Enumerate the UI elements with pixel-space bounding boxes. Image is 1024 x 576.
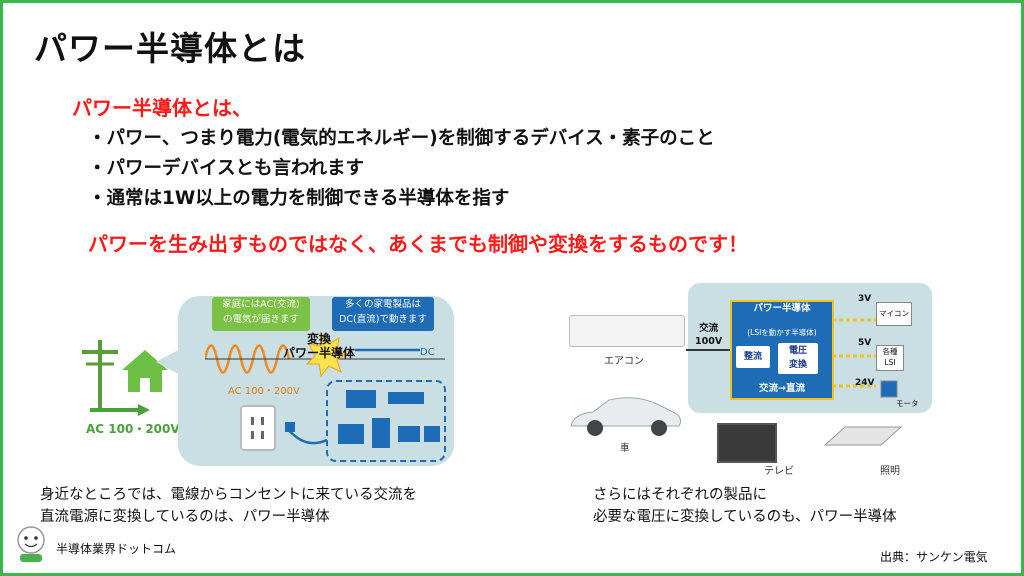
plug-cord-icon bbox=[285, 422, 328, 445]
tv-label: テレビ bbox=[764, 466, 794, 477]
appliance-dc-callout: 多くの家電製品は DC(直流)で動きます bbox=[332, 297, 434, 331]
ac-input-label: 交流 100V bbox=[695, 322, 722, 348]
ac-dc-conversion-label: 交流→直流 bbox=[759, 383, 805, 394]
power-pole-house-illustration bbox=[82, 340, 168, 416]
site-name: 半導体業界ドットコム bbox=[56, 542, 177, 556]
ac-wave-label: AC 100・200V bbox=[228, 386, 300, 397]
lsi-line: 各種 bbox=[882, 347, 898, 356]
caption-line: 必要な電圧に変換しているのも、パワー半導体 bbox=[593, 509, 897, 525]
appliance-icons bbox=[338, 390, 440, 448]
left-caption: 身近なところでは、電線からコンセントに来ている交流を 直流電源に変換しているのは… bbox=[40, 484, 417, 528]
power-box-title: パワー半導体 bbox=[753, 303, 811, 314]
voltage-5v: 5V bbox=[858, 338, 872, 348]
bullet-item: ・パワーデバイスとも言われます bbox=[88, 158, 365, 179]
air-conditioner-icon bbox=[569, 315, 685, 347]
burst-line: パワー半導体 bbox=[283, 346, 356, 360]
home-ac-callout: 家庭にはAC(交流) の電気が届きます bbox=[212, 297, 310, 331]
power-box-subtitle: (LSIを動かす半導体) bbox=[747, 328, 817, 337]
bullet-item: ・通常は1W以上の電力を制御できる半導体を指す bbox=[88, 188, 510, 209]
burst-line: 変換 bbox=[307, 332, 332, 346]
source-credit: 出典：サンケン電気 bbox=[880, 550, 988, 564]
wall-outlet-icon bbox=[240, 405, 276, 451]
right-caption: さらにはそれぞれの製品に 必要な電圧に変換しているのも、パワー半導体 bbox=[593, 484, 897, 528]
voltage-convert-chip: 電圧 変換 bbox=[778, 343, 818, 374]
motor-label: モータ bbox=[896, 399, 919, 408]
dc-label: DC bbox=[420, 347, 435, 358]
rectify-chip: 整流 bbox=[736, 346, 770, 368]
emphasis-note: パワーを生み出すものではなく、あくまでも制御や変換をするものです！ bbox=[88, 232, 748, 256]
callout-line: の電気が届きます bbox=[222, 314, 299, 325]
voltage-3v: 3V bbox=[858, 294, 872, 304]
car-icon bbox=[570, 397, 682, 436]
light-label: 照明 bbox=[880, 466, 900, 477]
microcontroller-chip-icon: マイコン bbox=[876, 302, 912, 326]
caption-line: さらにはそれぞれの製品に bbox=[593, 487, 767, 503]
bullet-item: ・パワー、つまり電力(電気的エネルギー)を制御するデバイス・素子のこと bbox=[88, 128, 715, 149]
conversion-burst: 変換 パワー半導体 bbox=[283, 332, 355, 360]
lsi-chip-icon: 各種 LSI bbox=[876, 345, 904, 371]
ceiling-light-icon bbox=[823, 426, 903, 446]
power-wiring bbox=[686, 318, 876, 388]
callout-line: 家庭にはAC(交流) bbox=[222, 299, 300, 310]
slide-title: パワー半導体とは bbox=[34, 29, 306, 68]
chip-line: 電圧 bbox=[788, 346, 807, 356]
voltage-24v: 24V bbox=[855, 378, 875, 388]
tv-icon bbox=[717, 423, 777, 463]
input-line: 100V bbox=[695, 336, 723, 347]
callout-line: 多くの家電製品は bbox=[344, 299, 421, 310]
chip-line: 変換 bbox=[788, 360, 807, 370]
bubble-tail bbox=[156, 348, 182, 376]
lsi-line: LSI bbox=[884, 358, 896, 367]
lead-text: パワー半導体とは、 bbox=[72, 96, 252, 120]
aircon-label: エアコン bbox=[604, 356, 644, 367]
ac-voltage-label: AC 100・200V bbox=[86, 422, 180, 436]
caption-line: 直流電源に変換しているのは、パワー半導体 bbox=[40, 509, 330, 525]
callout-line: DC(直流)で動きます bbox=[339, 314, 427, 325]
ac-to-dc-waveform bbox=[205, 332, 445, 378]
input-line: 交流 bbox=[699, 323, 719, 334]
motor-icon bbox=[880, 380, 898, 398]
site-logo-icon bbox=[17, 526, 45, 562]
car-label: 車 bbox=[620, 443, 630, 454]
caption-line: 身近なところでは、電線からコンセントに来ている交流を bbox=[40, 487, 417, 503]
appliances-group bbox=[326, 380, 446, 462]
